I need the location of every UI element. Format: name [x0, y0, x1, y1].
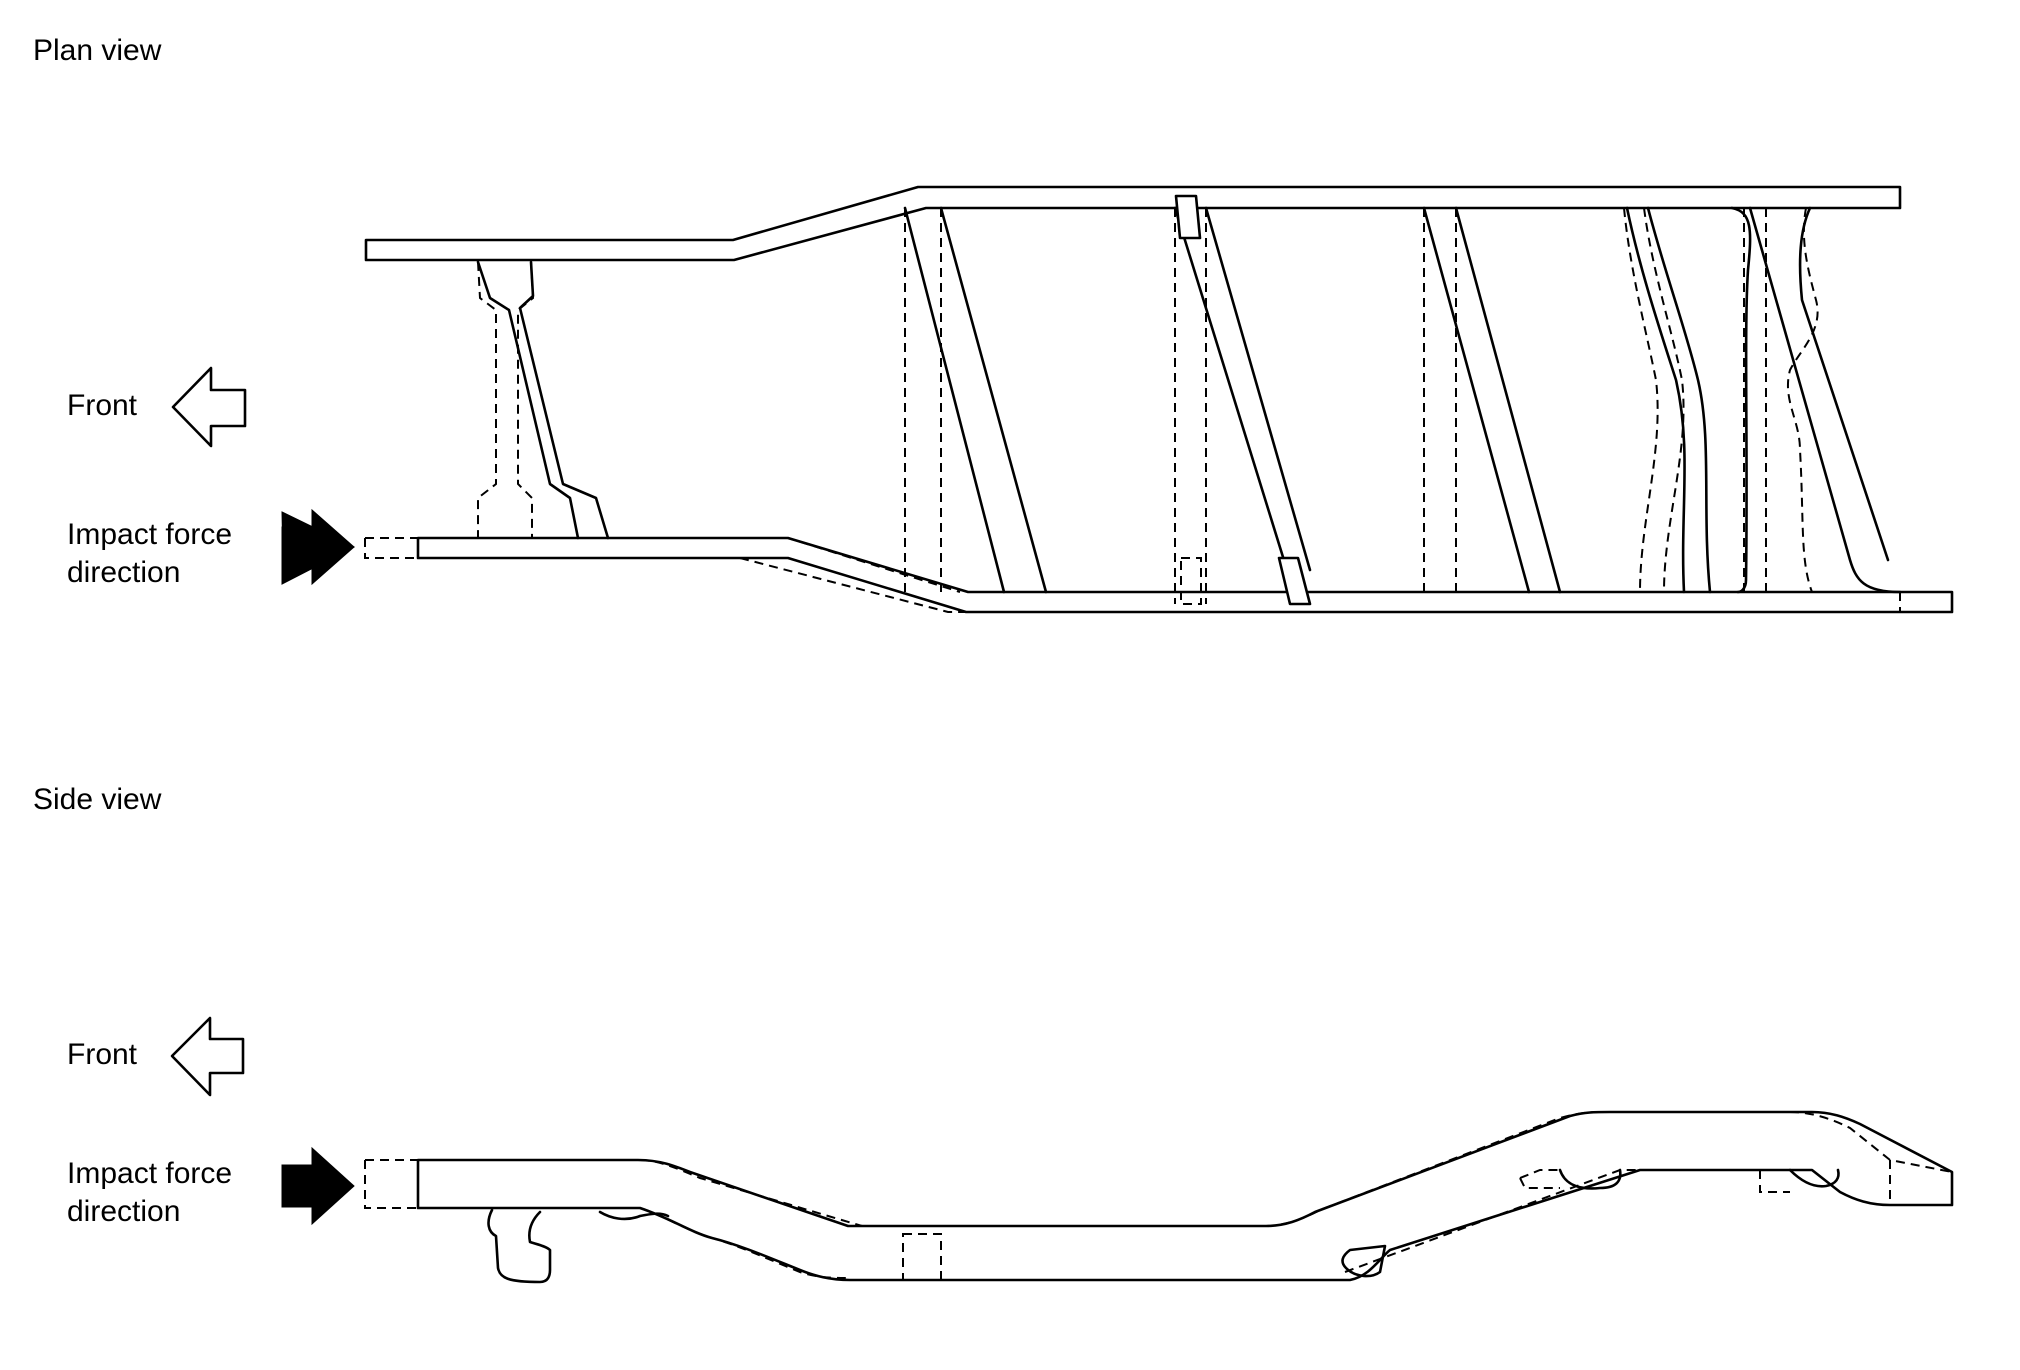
side-impact-label: Impact force direction — [67, 1157, 233, 1228]
plan-crossmember-4 — [1422, 206, 1562, 594]
side-view-title: Side view — [33, 783, 162, 816]
front-arrow-icon — [171, 366, 247, 448]
plan-crossmember-2 — [903, 206, 1048, 594]
side-frame-rail — [416, 1110, 1954, 1282]
plan-lower-rail — [416, 536, 1954, 614]
side-front-arrow-icon — [170, 1016, 245, 1097]
plan-crossmember-6 — [1730, 206, 1752, 594]
plan-front-crossmember — [476, 260, 580, 540]
side-front-label: Front — [67, 1038, 138, 1071]
side-view-drawing — [170, 1016, 1954, 1284]
plan-view-drawing — [171, 185, 1954, 614]
plan-crossmember-3 — [1173, 206, 1312, 572]
side-impact-arrow-icon — [281, 1146, 355, 1226]
plan-upper-rail — [364, 185, 1902, 262]
plan-impact-label: Impact force direction — [67, 518, 233, 589]
plan-crossmember-5 — [1625, 206, 1686, 594]
plan-front-label: Front — [67, 389, 138, 422]
side-front-mount — [487, 1208, 552, 1284]
plan-view-title: Plan view — [33, 34, 162, 67]
